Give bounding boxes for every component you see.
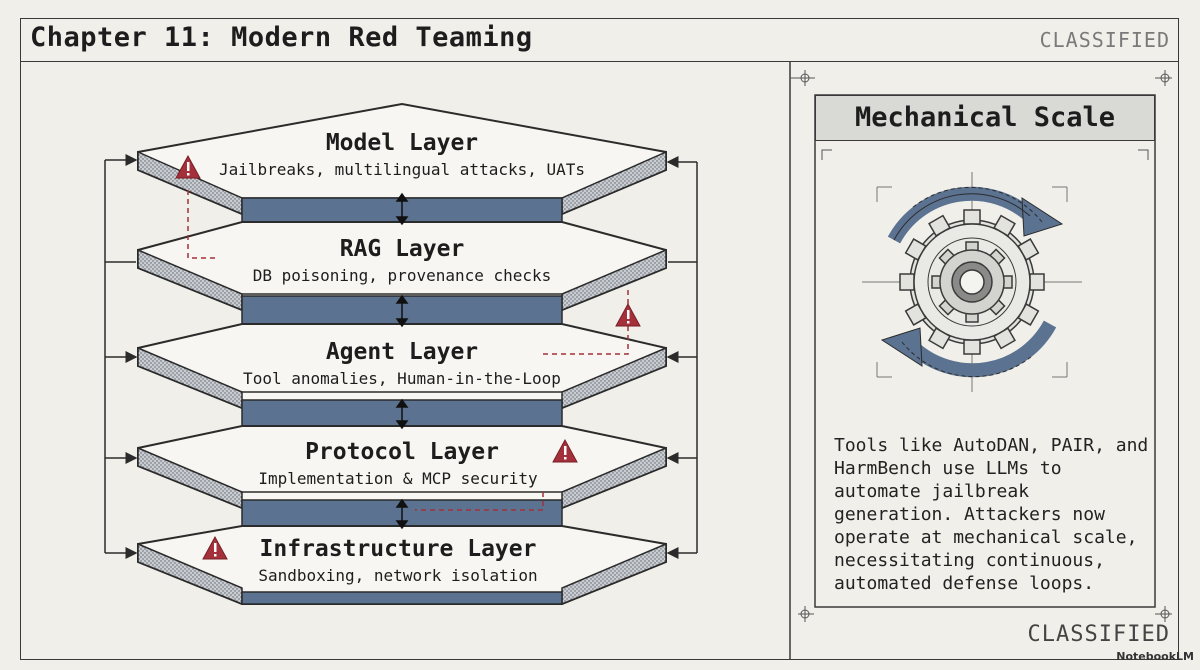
gear-icon <box>862 172 1082 392</box>
layer-title-model: Model Layer <box>325 130 479 156</box>
page-frame <box>20 18 1179 660</box>
classified-stamp-bottom: CLASSIFIED <box>1027 622 1170 647</box>
layer-subtitle-infrastructure: Sandboxing, network isolation <box>258 566 538 585</box>
layer-subtitle-agent: Tool anomalies, Human-in-the-Loop <box>243 369 561 388</box>
warning-icon <box>175 154 201 179</box>
layer-subtitle-model: Jailbreaks, multilingual attacks, UATs <box>218 160 586 179</box>
warning-icon <box>552 438 578 463</box>
layer-title-agent: Agent Layer <box>325 339 479 365</box>
warning-icon <box>202 535 228 560</box>
infrastructure-layer-plate <box>137 525 667 606</box>
connector-arrows <box>395 192 409 530</box>
warning-icon <box>615 302 641 327</box>
layer-title-protocol: Protocol Layer <box>305 439 499 465</box>
agent-layer-plate <box>137 323 667 410</box>
header-bar <box>20 18 1179 62</box>
layer-title-infrastructure: Infrastructure Layer <box>259 536 537 562</box>
right-feedback-lines <box>666 156 698 559</box>
protocol-layer-plate <box>137 425 667 510</box>
left-feedback-lines <box>104 154 138 559</box>
classified-stamp-top: CLASSIFIED <box>1039 28 1170 52</box>
panel-body-text: Tools like AutoDAN, PAIR, and HarmBench … <box>834 435 1149 594</box>
page-title: Chapter 11: Modern Red Teaming <box>30 22 533 53</box>
layer-subtitle-rag: DB poisoning, provenance checks <box>252 266 552 285</box>
layer-subtitle-protocol: Implementation & MCP security <box>258 469 538 488</box>
panel-title: Mechanical Scale <box>815 95 1155 141</box>
layer-title-rag: RAG Layer <box>339 236 465 262</box>
brand-label: NotebookLM <box>1116 650 1194 663</box>
model-layer-plate <box>137 102 667 216</box>
